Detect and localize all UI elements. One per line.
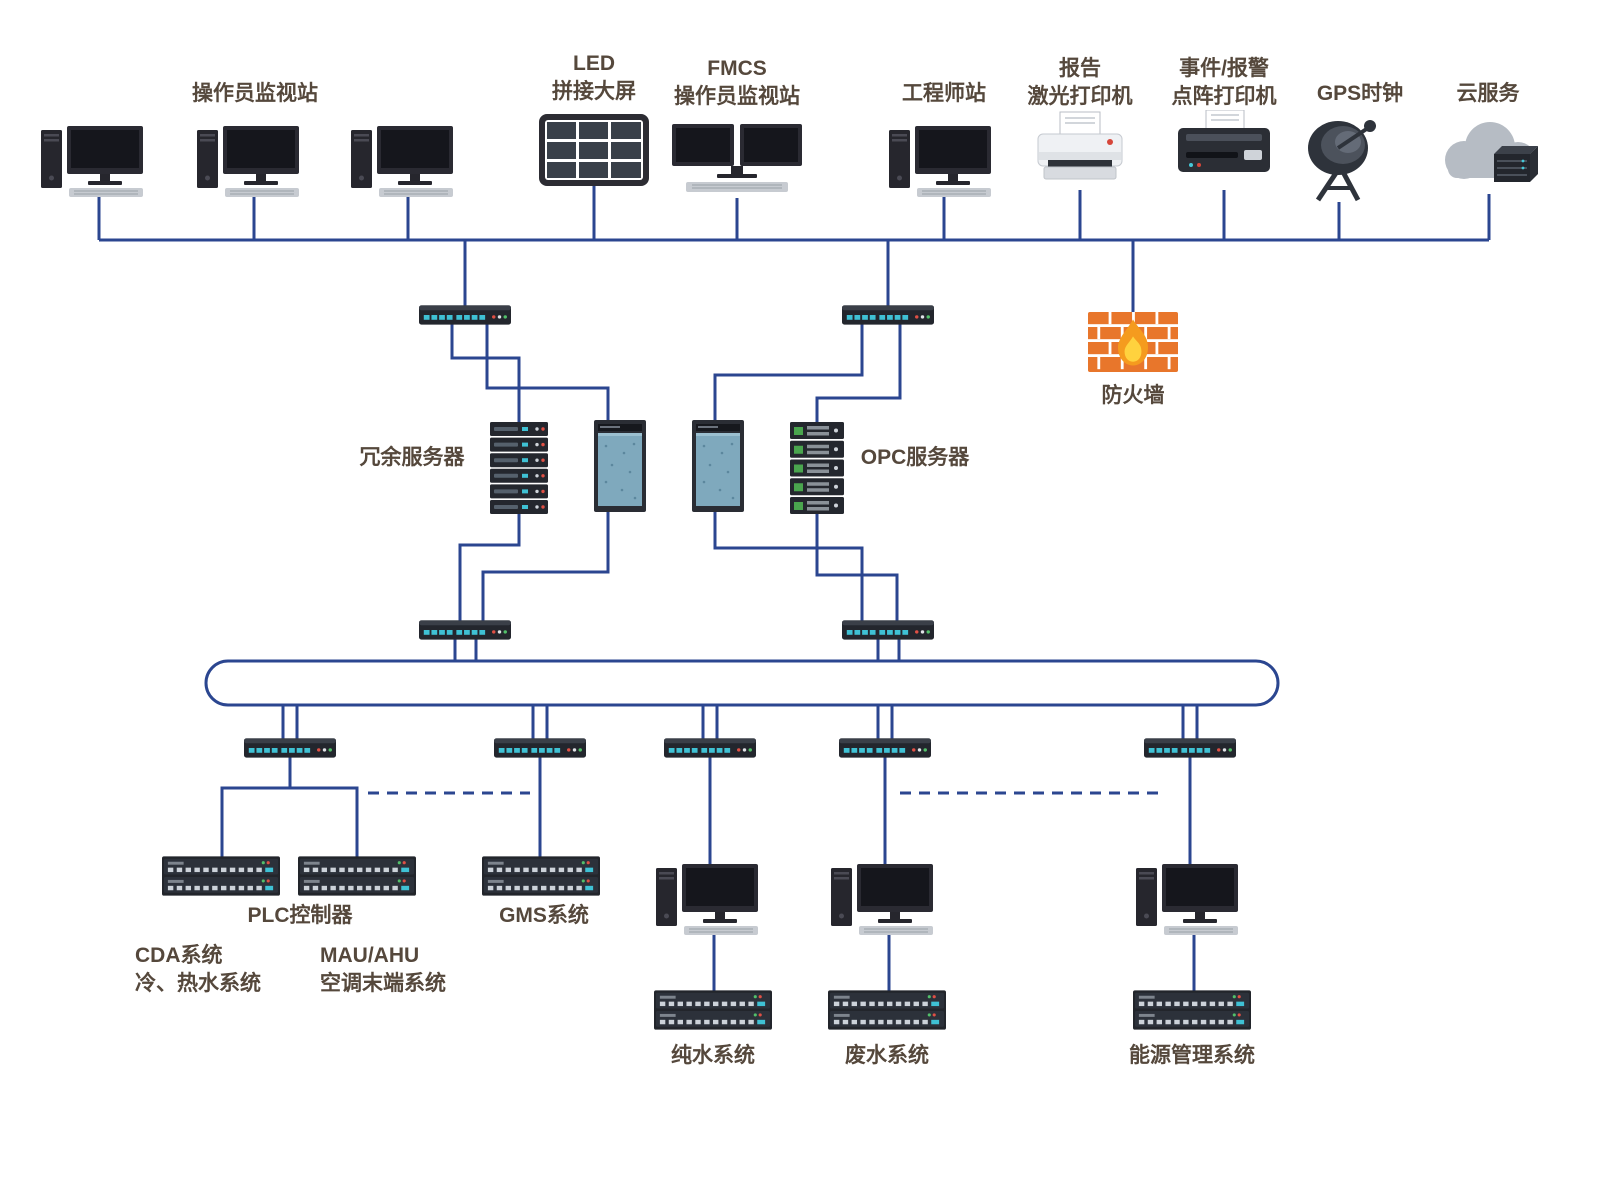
connector-line: [485, 324, 610, 421]
waste-water-plc-icon: [828, 990, 946, 1035]
dot-matrix-printer-icon: [1174, 110, 1274, 197]
field-switch-icon: [1144, 738, 1236, 763]
plc-controller-icon: [298, 856, 416, 901]
redundant-server-rack-icon: [489, 422, 549, 519]
scada-workstation-icon: [655, 856, 765, 941]
firewall-icon: [1087, 312, 1179, 377]
label-led-wall: LED 拼接大屏: [552, 52, 636, 103]
field-switch-icon: [664, 738, 756, 763]
label-laser-printer: 报告 激光打印机: [1027, 57, 1133, 108]
distribution-switch-icon: [419, 620, 511, 645]
label-engineer-station: 工程师站: [902, 82, 986, 105]
label-redundant-server: 冗余服务器: [359, 446, 465, 469]
connector-line: [713, 511, 864, 621]
connector-line: [713, 324, 864, 421]
label-fmcs-station: FMCS 操作员监视站: [674, 57, 800, 108]
led-video-wall-icon: [539, 114, 649, 191]
scada-workstation-icon: [1135, 856, 1245, 941]
opc-server-rack-icon: [789, 422, 845, 519]
gps-satellite-dish-icon: [1296, 112, 1386, 209]
label-mau-ahu-system: MAU/AHU 空调末端系统: [320, 944, 446, 995]
label-cloud-service: 云服务: [1456, 82, 1520, 105]
distribution-switch-icon: [842, 620, 934, 645]
label-gms-system: GMS系统: [499, 904, 589, 927]
core-switch-icon: [419, 305, 511, 330]
label-waste-water-system: 废水系统: [845, 1044, 929, 1067]
core-switch-icon: [842, 305, 934, 330]
scada-workstation-icon: [830, 856, 940, 941]
label-operator-station: 操作员监视站: [192, 82, 318, 105]
operator-workstation-icon: [196, 118, 306, 203]
label-opc-server: OPC服务器: [860, 446, 970, 469]
energy-plc-icon: [1133, 990, 1251, 1035]
connector-line: [481, 511, 610, 621]
label-energy-mgmt-system: 能源管理系统: [1129, 1044, 1255, 1067]
server-cabinet-icon: [692, 420, 744, 517]
label-pure-water-system: 纯水系统: [671, 1044, 755, 1067]
label-firewall: 防火墙: [1101, 384, 1165, 407]
gms-plc-icon: [482, 856, 600, 901]
field-switch-icon: [494, 738, 586, 763]
label-cda-system: CDA系统 冷、热水系统: [135, 944, 261, 995]
field-switch-icon: [244, 738, 336, 763]
field-switch-icon: [839, 738, 931, 763]
fmcs-dual-monitor-station-icon: [672, 118, 802, 205]
label-gps-clock: GPS时钟: [1316, 82, 1404, 105]
laser-printer-icon: [1030, 110, 1130, 197]
connector-line: [815, 512, 899, 621]
operator-workstation-icon: [350, 118, 460, 203]
ring-network: [204, 659, 1280, 707]
pure-water-plc-icon: [654, 990, 772, 1035]
label-plc-controller: PLC控制器: [247, 904, 353, 927]
connector-line: [458, 512, 521, 621]
cloud-server-icon: [1434, 116, 1544, 201]
label-dot-matrix-printer: 事件/报警 点阵打印机: [1171, 57, 1277, 108]
engineer-workstation-icon: [888, 118, 998, 203]
connector-line: [815, 324, 902, 424]
server-cabinet-icon: [594, 420, 646, 517]
operator-workstation-icon: [40, 118, 150, 203]
plc-controller-icon: [162, 856, 280, 901]
connector-line: [220, 757, 359, 860]
